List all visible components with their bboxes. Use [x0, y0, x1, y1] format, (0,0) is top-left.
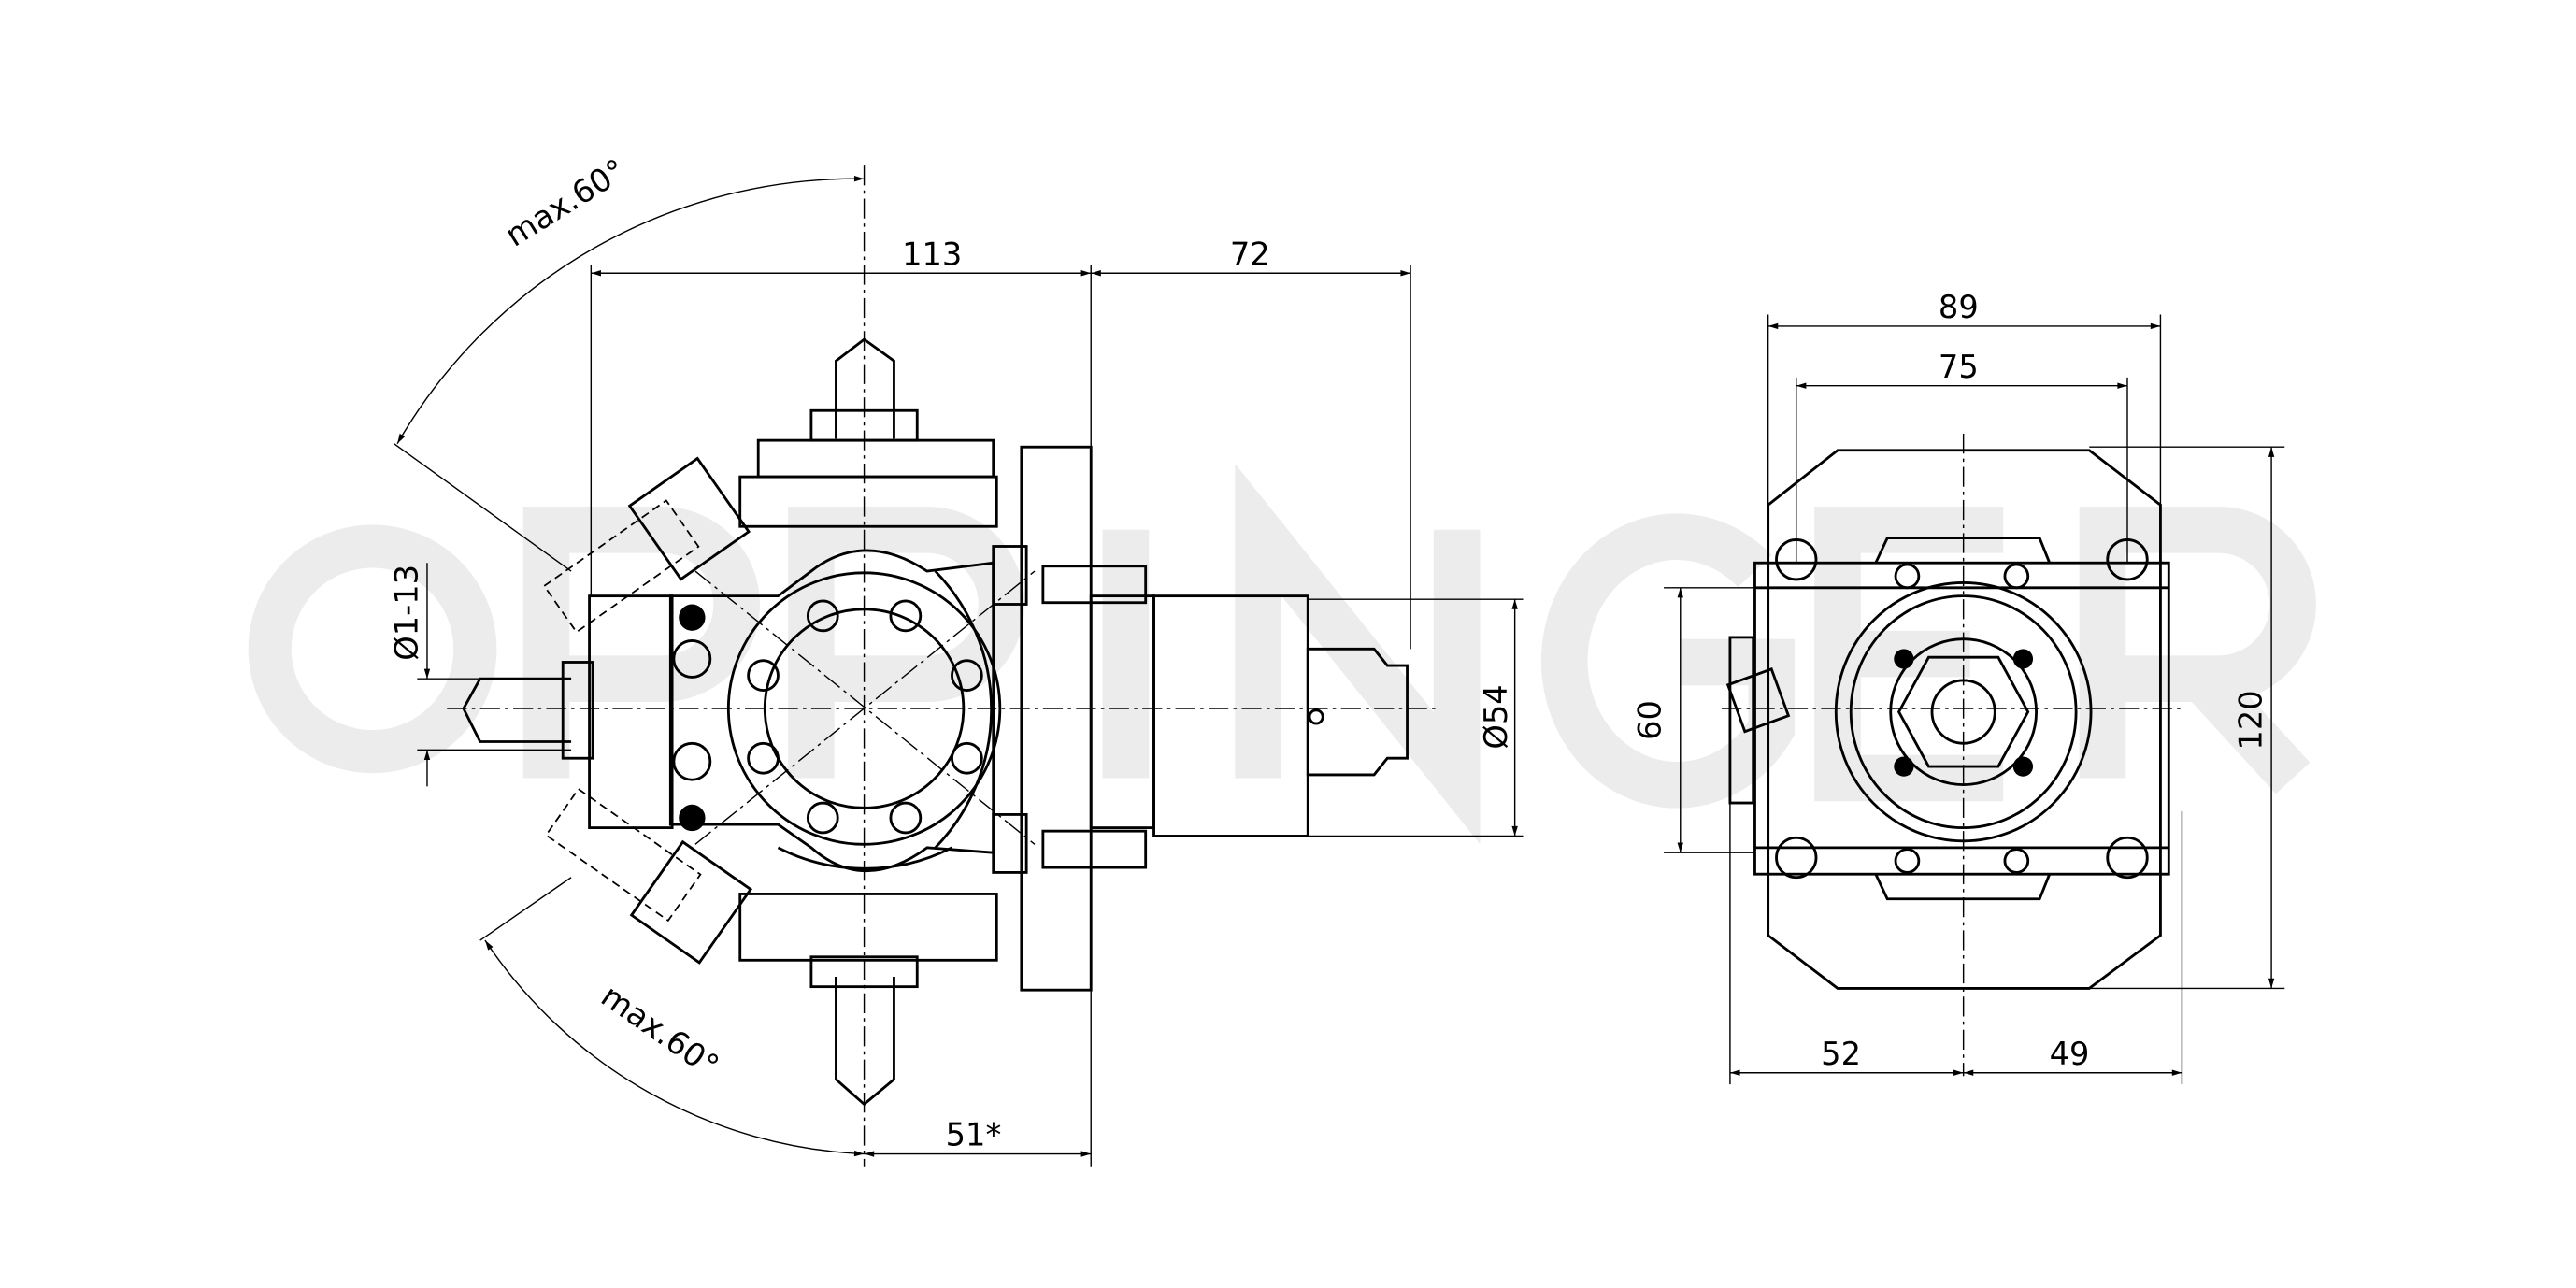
dim-51: 51* — [946, 1117, 1002, 1153]
dim-72: 72 — [1230, 236, 1270, 272]
dim-89: 89 — [1939, 289, 1979, 325]
bolt-holes — [672, 599, 983, 835]
dim-113: 113 — [902, 236, 962, 272]
dim-49: 49 — [2050, 1036, 2090, 1072]
dim-120: 120 — [2232, 690, 2268, 750]
dim-tool-diameter: Ø1-13 — [388, 565, 424, 661]
dim-60: 60 — [1632, 700, 1668, 740]
dim-75: 75 — [1939, 349, 1979, 385]
dim-shank-diameter: Ø54 — [1478, 684, 1514, 749]
front-view: 89 75 60 120 52 49 — [1632, 289, 2285, 1085]
dim-52: 52 — [1821, 1036, 1861, 1072]
dim-angle-bottom: max.60° — [594, 978, 725, 1084]
